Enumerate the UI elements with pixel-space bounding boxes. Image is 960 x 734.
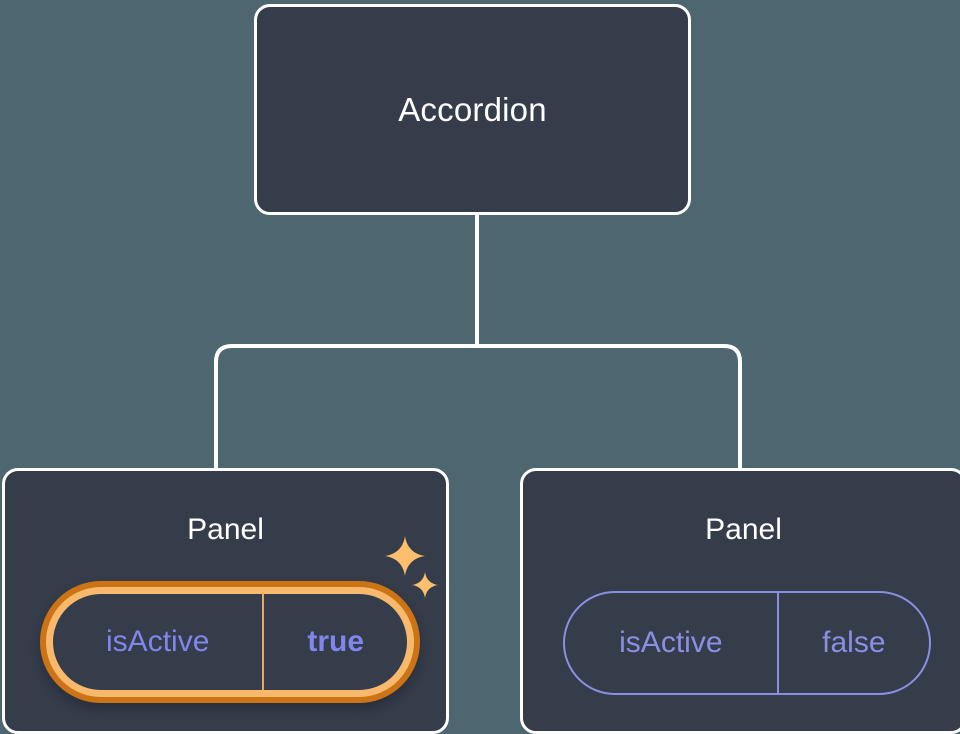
prop-value-false: false [822, 626, 886, 659]
node-panel-active-label: Panel [187, 513, 264, 546]
prop-key-isactive: isActive [619, 626, 723, 659]
node-panel-active[interactable]: Panel isActive true [2, 468, 449, 734]
prop-pill-isactive-false[interactable]: isActive false [563, 591, 931, 695]
prop-value-true: true [307, 625, 365, 658]
prop-key-isactive: isActive [106, 625, 210, 658]
node-accordion[interactable]: Accordion [254, 4, 691, 215]
node-accordion-label: Accordion [398, 91, 547, 128]
prop-divider [776, 593, 779, 693]
connector-branch-bus [214, 344, 742, 470]
prop-pill-isactive-true[interactable]: isActive true [40, 581, 420, 703]
prop-divider [262, 594, 265, 690]
prop-pill-inner-ring: isActive true [46, 587, 414, 697]
node-panel-inactive[interactable]: Panel isActive false [520, 468, 960, 734]
node-panel-inactive-label: Panel [705, 513, 782, 546]
